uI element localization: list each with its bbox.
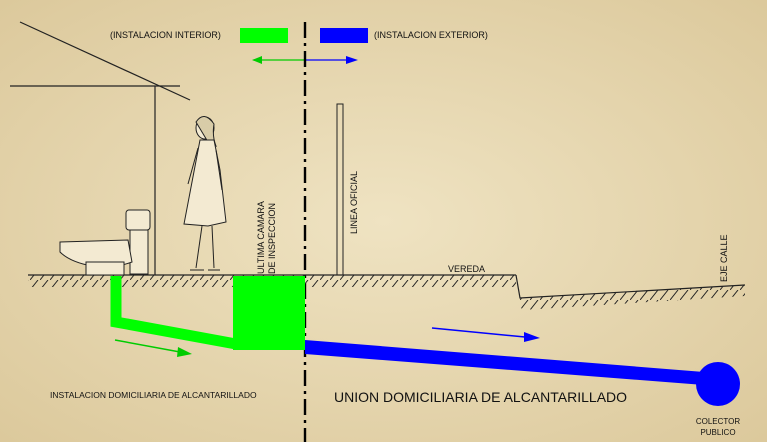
arrow-left-icon (252, 56, 262, 64)
exterior-flow-arrow (431, 327, 540, 342)
interior-flow-arrow (114, 339, 192, 357)
collector-label-1: COLECTOR (696, 417, 741, 426)
toilet-icon (59, 209, 151, 276)
legend-interior-label: (INSTALACION INTERIOR) (110, 30, 221, 40)
official-line-label: LINEA OFICIAL (349, 171, 359, 234)
union-pipe (305, 340, 704, 385)
arrow-right-icon (524, 332, 540, 342)
union-label: UNION DOMICILIARIA DE ALCANTARILLADO (334, 389, 627, 405)
street-axis-label: EJE CALLE (719, 234, 729, 282)
inspection-chamber-label-2: DE INSPECCION (267, 203, 277, 274)
person-icon (183, 116, 227, 271)
legend-exterior-label: (INSTALACION EXTERIOR) (374, 30, 488, 40)
public-collector (696, 362, 740, 406)
inspection-chamber-label-1: ULTIMA CAMARA (256, 201, 266, 274)
arrow-right-icon (177, 347, 192, 357)
collector-label-2: PUBLICO (700, 428, 735, 437)
interior-install-label: INSTALACION DOMICILIARIA DE ALCANTARILLA… (50, 390, 257, 400)
legend-exterior-swatch (320, 28, 368, 43)
interior-pipe (110, 276, 237, 350)
legend-arrows (252, 56, 358, 64)
inspection-chamber (233, 276, 305, 350)
sidewalk-label: VEREDA (448, 264, 485, 274)
legend-interior-swatch (240, 28, 288, 43)
house-roof-icon (10, 21, 191, 275)
legend: (INSTALACION INTERIOR) (INSTALACION EXTE… (110, 28, 488, 43)
official-line-marker (336, 103, 344, 276)
arrow-right-icon (346, 56, 358, 64)
